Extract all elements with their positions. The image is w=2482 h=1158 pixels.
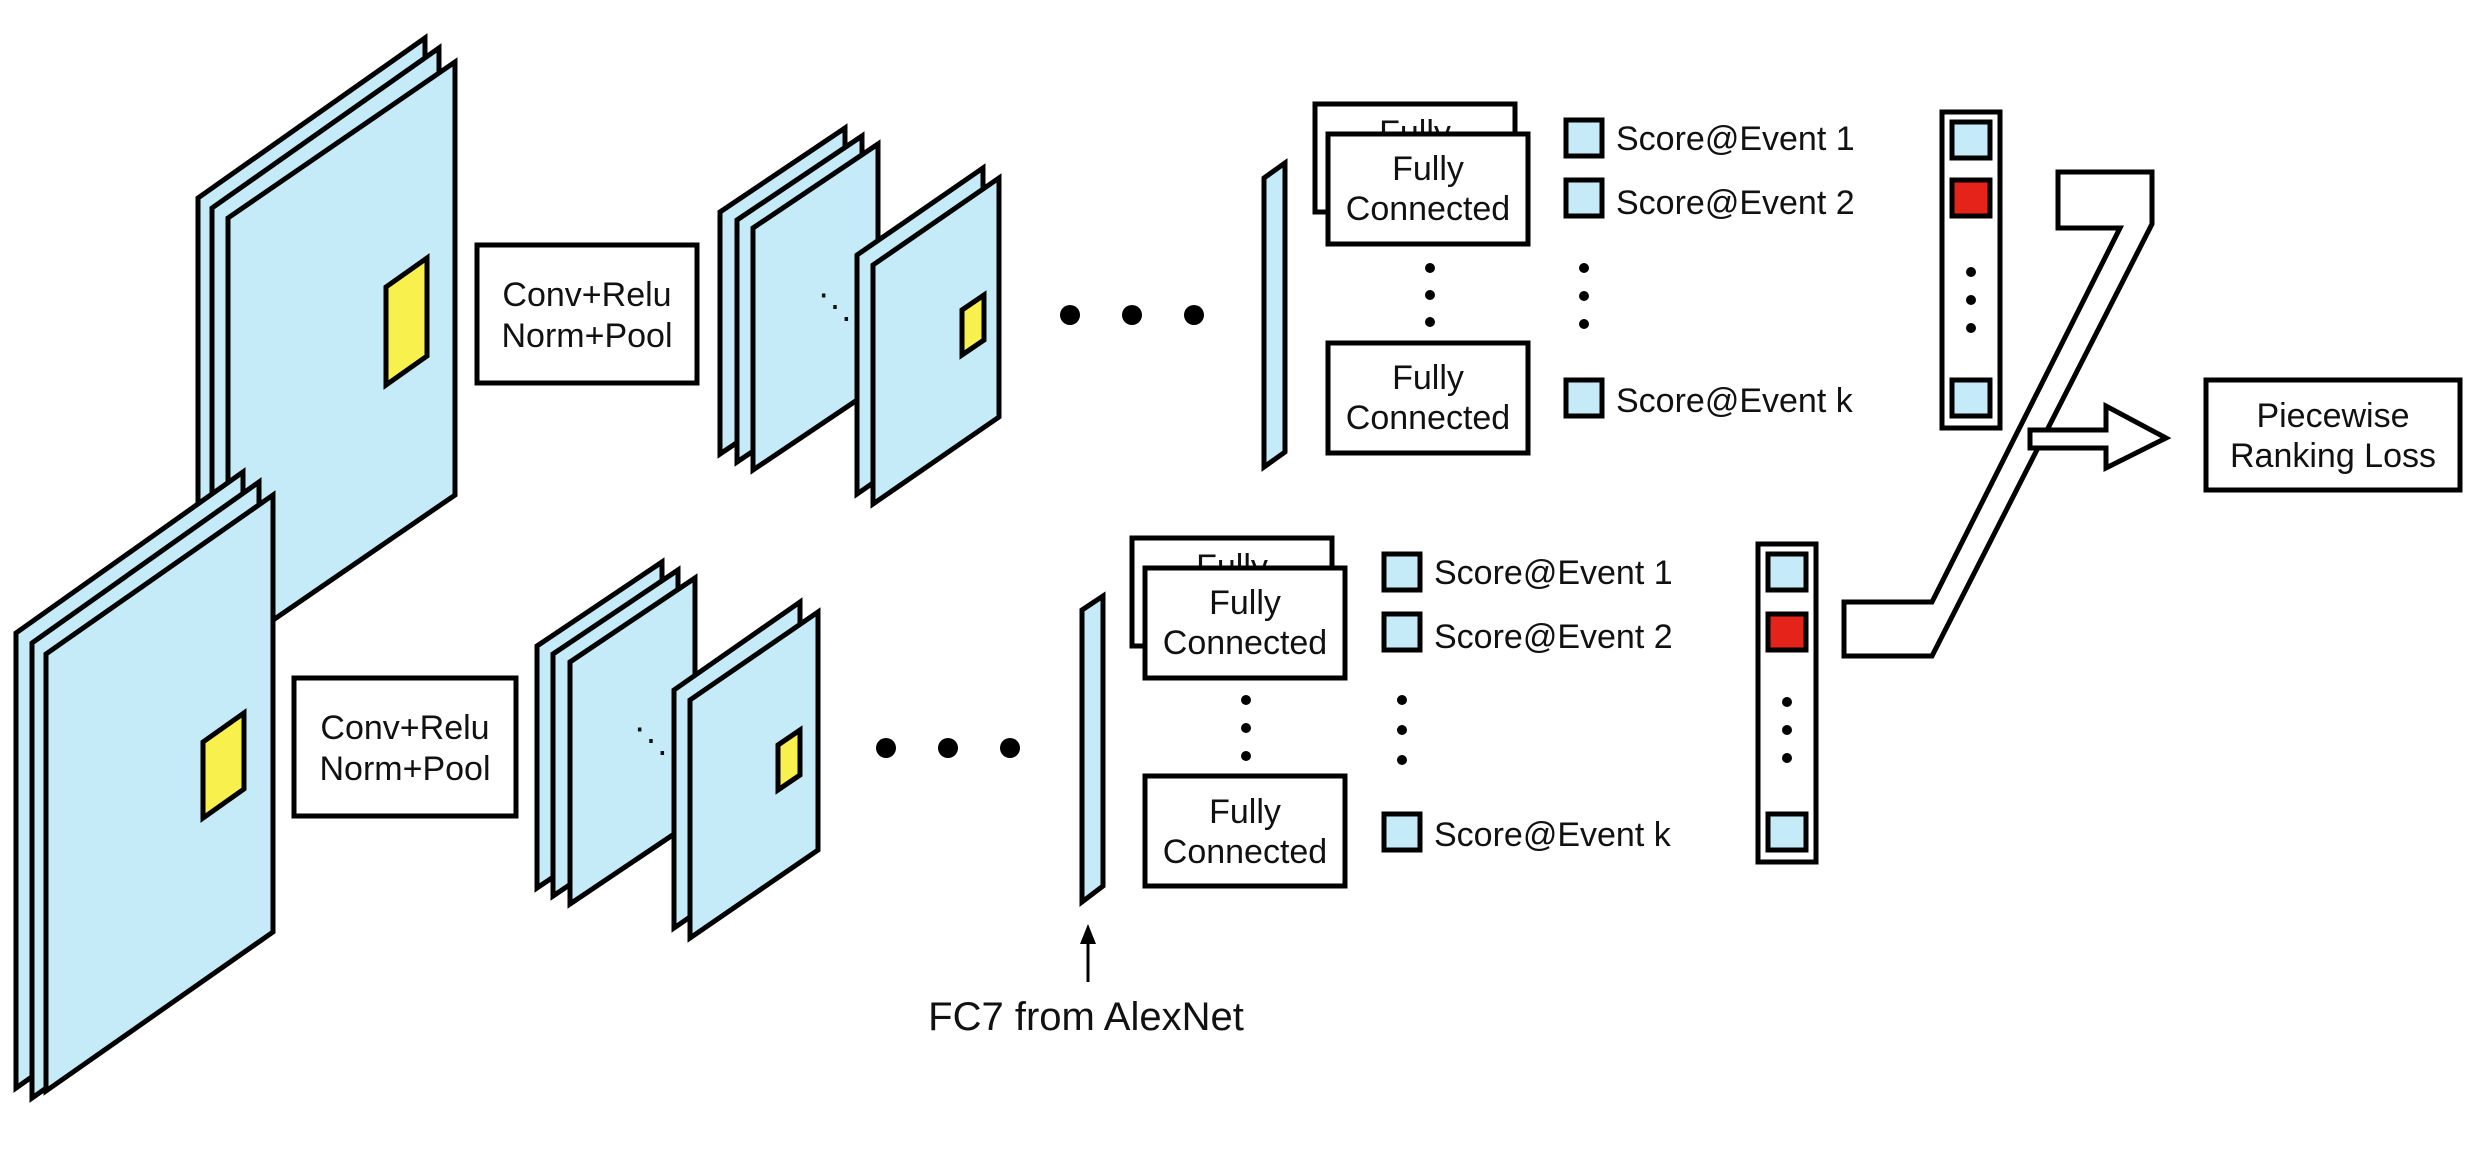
receptive-patch	[200, 708, 247, 823]
annotation-arrow-head	[1080, 924, 1096, 944]
conv-block-label-line1: Conv+Relu	[320, 709, 489, 747]
fc-head-1: Fully Connected	[1325, 131, 1531, 247]
stack-ellipsis: ⋱	[818, 288, 852, 326]
fc-head-1-line1: Fully	[1209, 584, 1281, 622]
merge-connector	[1841, 169, 2155, 659]
small-patch	[775, 725, 803, 795]
loss-label-line1: Piecewise	[2256, 397, 2409, 435]
fc7-annotation-label: FC7 from AlexNet	[928, 995, 1244, 1039]
score-label-k: Score@Event k	[1434, 816, 1672, 854]
loss-label-line2: Ranking Loss	[2230, 437, 2436, 475]
fc-head-k: Fully Connected	[1142, 773, 1348, 889]
score-label-2: Score@Event 2	[1434, 618, 1673, 656]
fc-head-k: Fully Connected	[1325, 340, 1531, 456]
conv-block-label-line2: Norm+Pool	[319, 750, 490, 788]
fc-head-1: Fully Connected	[1142, 565, 1348, 681]
upper-stream: Conv+Relu Norm+Pool ⋱ Fully Fully Connec…	[195, 33, 2003, 667]
selected-score-cell	[1949, 177, 1993, 219]
fc-head-ellipsis	[1425, 263, 1435, 327]
fc-head-k-line2: Connected	[1163, 833, 1327, 871]
fc-head-1-line2: Connected	[1163, 624, 1327, 662]
piecewise-ranking-loss-box: Piecewise Ranking Loss	[2203, 377, 2463, 493]
merge-arrow	[2027, 401, 2172, 473]
score-vector	[1755, 541, 1819, 865]
fc7-vector	[1079, 591, 1106, 908]
fc7-vector	[1261, 158, 1288, 472]
score-label-1: Score@Event 1	[1434, 554, 1673, 592]
intermediate-feature-stack: ⋱	[534, 557, 821, 943]
intermediate-feature-stack: ⋱	[717, 123, 1002, 509]
score-vector	[1939, 109, 2003, 431]
conv-block-label-line1: Conv+Relu	[502, 276, 671, 314]
fc-head-k-line1: Fully	[1392, 359, 1464, 397]
conv-relu-norm-pool-block: Conv+Relu Norm+Pool	[291, 675, 519, 819]
conv-block-label-line2: Norm+Pool	[501, 317, 672, 355]
input-feature-stack	[13, 467, 276, 1103]
selected-score-cell	[1765, 611, 1809, 653]
score-label-k: Score@Event k	[1616, 382, 1854, 420]
small-patch	[959, 290, 987, 360]
fc7-annotation: FC7 from AlexNet	[928, 924, 1244, 1039]
fc-head-ellipsis	[1241, 695, 1251, 761]
fc-head-k-line1: Fully	[1209, 793, 1281, 831]
stack-ellipsis: ⋱	[634, 722, 668, 760]
receptive-patch	[383, 253, 430, 390]
fc-head-1-line1: Fully	[1392, 150, 1464, 188]
score-list: Score@Event 1 Score@Event 2 Score@Event …	[1381, 551, 1673, 854]
score-list: Score@Event 1 Score@Event 2 Score@Event …	[1563, 117, 1855, 420]
fc-head-k-line2: Connected	[1346, 399, 1510, 437]
score-label-1: Score@Event 1	[1616, 120, 1855, 158]
fc-head-1-line2: Connected	[1346, 190, 1510, 228]
conv-relu-norm-pool-block: Conv+Relu Norm+Pool	[474, 242, 700, 386]
lower-stream: Conv+Relu Norm+Pool ⋱ Fully Fully Connec…	[13, 467, 1819, 1103]
layer-ellipsis	[1060, 305, 1204, 325]
layer-ellipsis	[876, 738, 1020, 758]
score-label-2: Score@Event 2	[1616, 184, 1855, 222]
